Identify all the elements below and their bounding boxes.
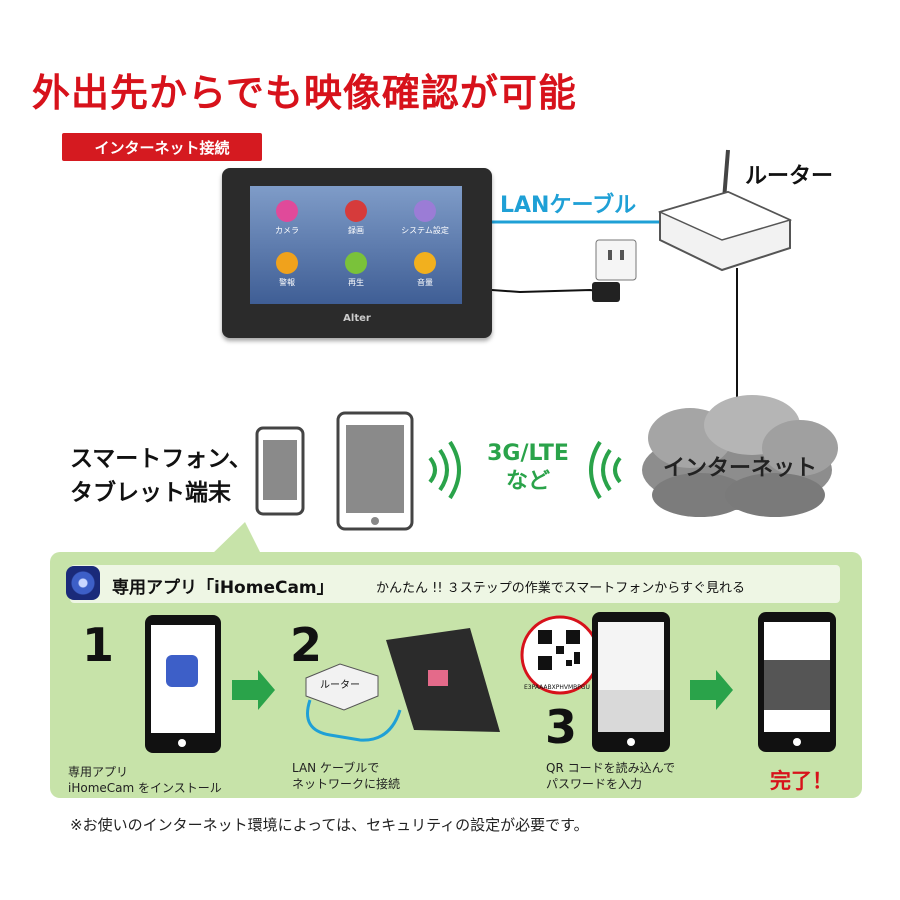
- step1-app-icon: [166, 655, 198, 687]
- devices-label: スマートフォン、 タブレット端末: [70, 446, 252, 506]
- monitor-brand: Alter: [343, 313, 371, 324]
- page-title: 外出先からでも映像確認が可能: [32, 71, 577, 115]
- done-label: 完了！: [770, 769, 833, 793]
- arrow-right-icon: [690, 670, 733, 710]
- app-title: 専用アプリ「iHomeCam」: [112, 578, 334, 598]
- app-settings[interactable]: システム設定: [390, 200, 460, 236]
- step-number-3: 3: [545, 700, 578, 754]
- wifi-waves-left-icon: [428, 440, 461, 500]
- app-alarm[interactable]: 警報: [252, 252, 322, 288]
- step2-caption: LAN ケーブルで ネットワークに接続: [292, 761, 401, 791]
- panel-subtitle: かんたん !! ３ステップの作業でスマートフォンからすぐ見れる: [376, 581, 746, 596]
- internet-label: インターネット: [662, 456, 817, 481]
- wall-outlet-icon: [595, 239, 637, 281]
- footnote: ※お使いのインターネット環境によっては、セキュリティの設定が必要です。: [70, 816, 589, 834]
- step2-lan-cable: [306, 699, 402, 742]
- volume-icon: [414, 252, 436, 274]
- wifi-waves-right-icon: [589, 440, 622, 500]
- app-record[interactable]: 録画: [321, 200, 391, 236]
- step-number-2: 2: [290, 618, 323, 672]
- network-label: 3G/LTE など: [487, 441, 569, 494]
- app-playback[interactable]: 再生: [321, 252, 391, 288]
- qr-code-text: E3PAAABXPHVMBPGU: [524, 684, 590, 691]
- play-icon: [345, 252, 367, 274]
- steps-panel-header: [70, 565, 840, 603]
- ihomecam-app-icon: [66, 566, 100, 600]
- power-adapter-icon: [592, 282, 620, 302]
- step1-caption: 専用アプリ iHomeCam をインストール: [68, 765, 222, 795]
- step2-router-icon: [305, 663, 379, 711]
- app-camera[interactable]: カメラ: [252, 200, 322, 236]
- lan-cable-label: LANケーブル: [500, 193, 637, 218]
- qr-code-icon: [520, 615, 600, 695]
- step-number-1: 1: [82, 618, 115, 672]
- monitor-device: カメラ 録画 システム設定 警報 再生 音量 Alter: [222, 168, 492, 338]
- monitor-screen: カメラ 録画 システム設定 警報 再生 音量: [250, 186, 462, 304]
- gear-icon: [414, 200, 436, 222]
- arrow-right-icon: [232, 670, 275, 710]
- step2-router-label: ルーター: [320, 680, 360, 691]
- bell-icon: [276, 252, 298, 274]
- app-volume[interactable]: 音量: [390, 252, 460, 288]
- record-icon: [345, 200, 367, 222]
- section-tag: インターネット接続: [62, 133, 262, 161]
- cloud-icon: [642, 395, 838, 517]
- step3-caption: QR コードを読み込んで パスワードを入力: [546, 761, 675, 791]
- router-label: ルーター: [745, 164, 834, 189]
- camera-icon: [276, 200, 298, 222]
